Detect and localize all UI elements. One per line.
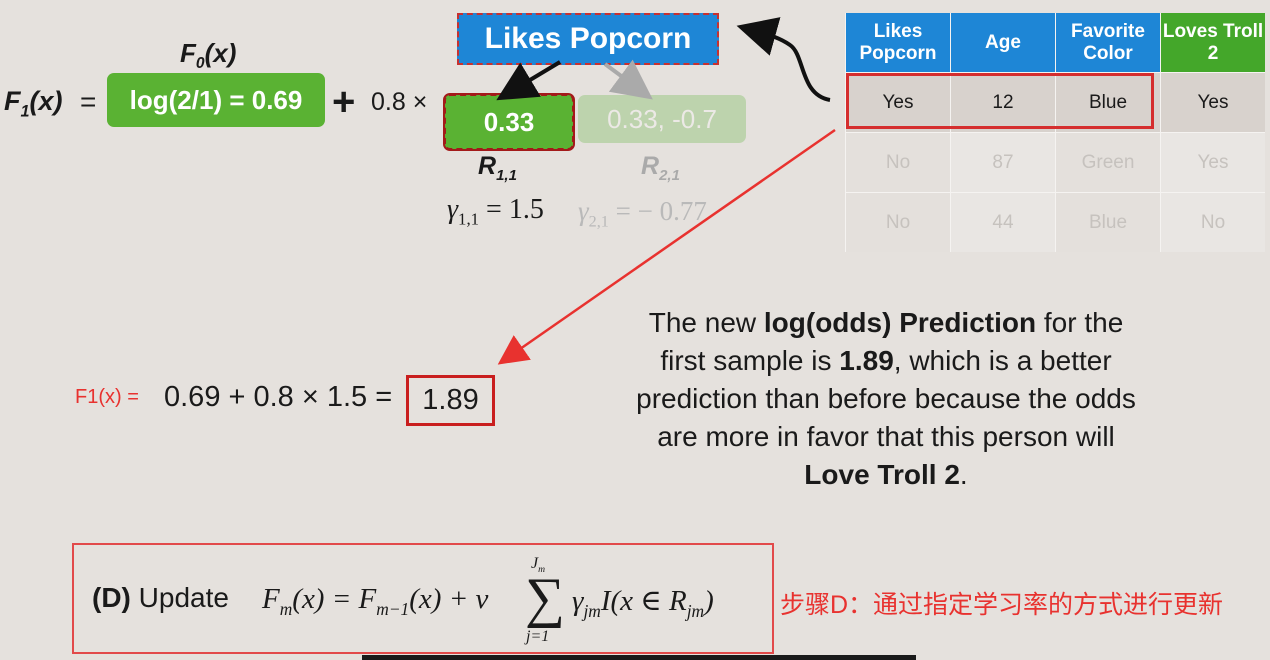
sum-lower-limit: j=1 [526, 628, 550, 645]
header-favorite-color: Favorite Color [1055, 13, 1161, 73]
table-row: No 44 Blue No [845, 192, 1265, 252]
table-cell: Green [1055, 132, 1161, 193]
r11-label: R1,1 [478, 152, 517, 184]
table-cell: 44 [950, 192, 1056, 252]
table-cell: Yes [1160, 132, 1265, 193]
sum-symbol: ∑ [525, 567, 565, 629]
first-sample-highlight [846, 73, 1154, 129]
leaf-r11-box: 0.33 [443, 93, 575, 151]
header-loves-troll-2: Loves Troll 2 [1160, 13, 1265, 73]
table-cell: Yes [845, 72, 951, 133]
step-d-label: (D) Update [92, 582, 229, 613]
training-data-table: Likes Popcorn Age Favorite Color Loves T… [845, 13, 1265, 252]
arrow-red-to-result [497, 128, 836, 365]
step-d-box [72, 543, 774, 654]
header-age: Age [950, 13, 1056, 73]
table-cell: Yes [1160, 72, 1265, 133]
header-likes-popcorn: Likes Popcorn [845, 13, 951, 73]
table-cell: No [845, 132, 951, 193]
explanation-text: The new log(odds) Prediction for the fir… [636, 307, 1136, 490]
leaf-r21-box: 0.33, -0.7 [578, 95, 746, 143]
learning-rate-term: 0.8 × [371, 88, 428, 116]
gamma21-value: γ2,1 = − 0.77 [578, 196, 707, 231]
update-formula-rhs: γjmI(x ∈ Rjm) [572, 585, 714, 621]
arrow-right-branch [603, 59, 653, 100]
f1-label: F1(x) [4, 86, 63, 121]
arrow-left-branch [496, 60, 562, 101]
f1-result-box: 1.89 [406, 375, 495, 426]
arrow-curve-from-table [736, 17, 831, 102]
r21-label: R2,1 [641, 152, 680, 184]
table-cell: Blue [1055, 192, 1161, 252]
equals-sign: = [80, 86, 97, 117]
plus-sign: + [332, 80, 356, 124]
tree-root-node: Likes Popcorn [457, 13, 719, 65]
table-row: No 87 Green Yes [845, 132, 1265, 193]
gamma11-value: γ1,1 = 1.5 [447, 194, 544, 229]
f1-calc-expression: 0.69 + 0.8 × 1.5 = [164, 381, 393, 413]
table-cell: 87 [950, 132, 1056, 193]
step-d-note: 步骤D：通过指定学习率的方式进行更新 [780, 591, 1224, 619]
table-cell: 12 [950, 72, 1056, 133]
sum-upper-limit: Jm [531, 555, 546, 576]
update-formula-lhs: Fm(x) = Fm−1(x) + ν [262, 583, 489, 619]
table-cell: No [845, 192, 951, 252]
f1-calc-label: F1(x) = [75, 386, 139, 408]
initial-prediction-box: log(2/1) = 0.69 [107, 73, 325, 127]
f0-label: F0(x) [180, 38, 237, 73]
bottom-bar [362, 655, 916, 660]
table-cell: No [1160, 192, 1265, 252]
